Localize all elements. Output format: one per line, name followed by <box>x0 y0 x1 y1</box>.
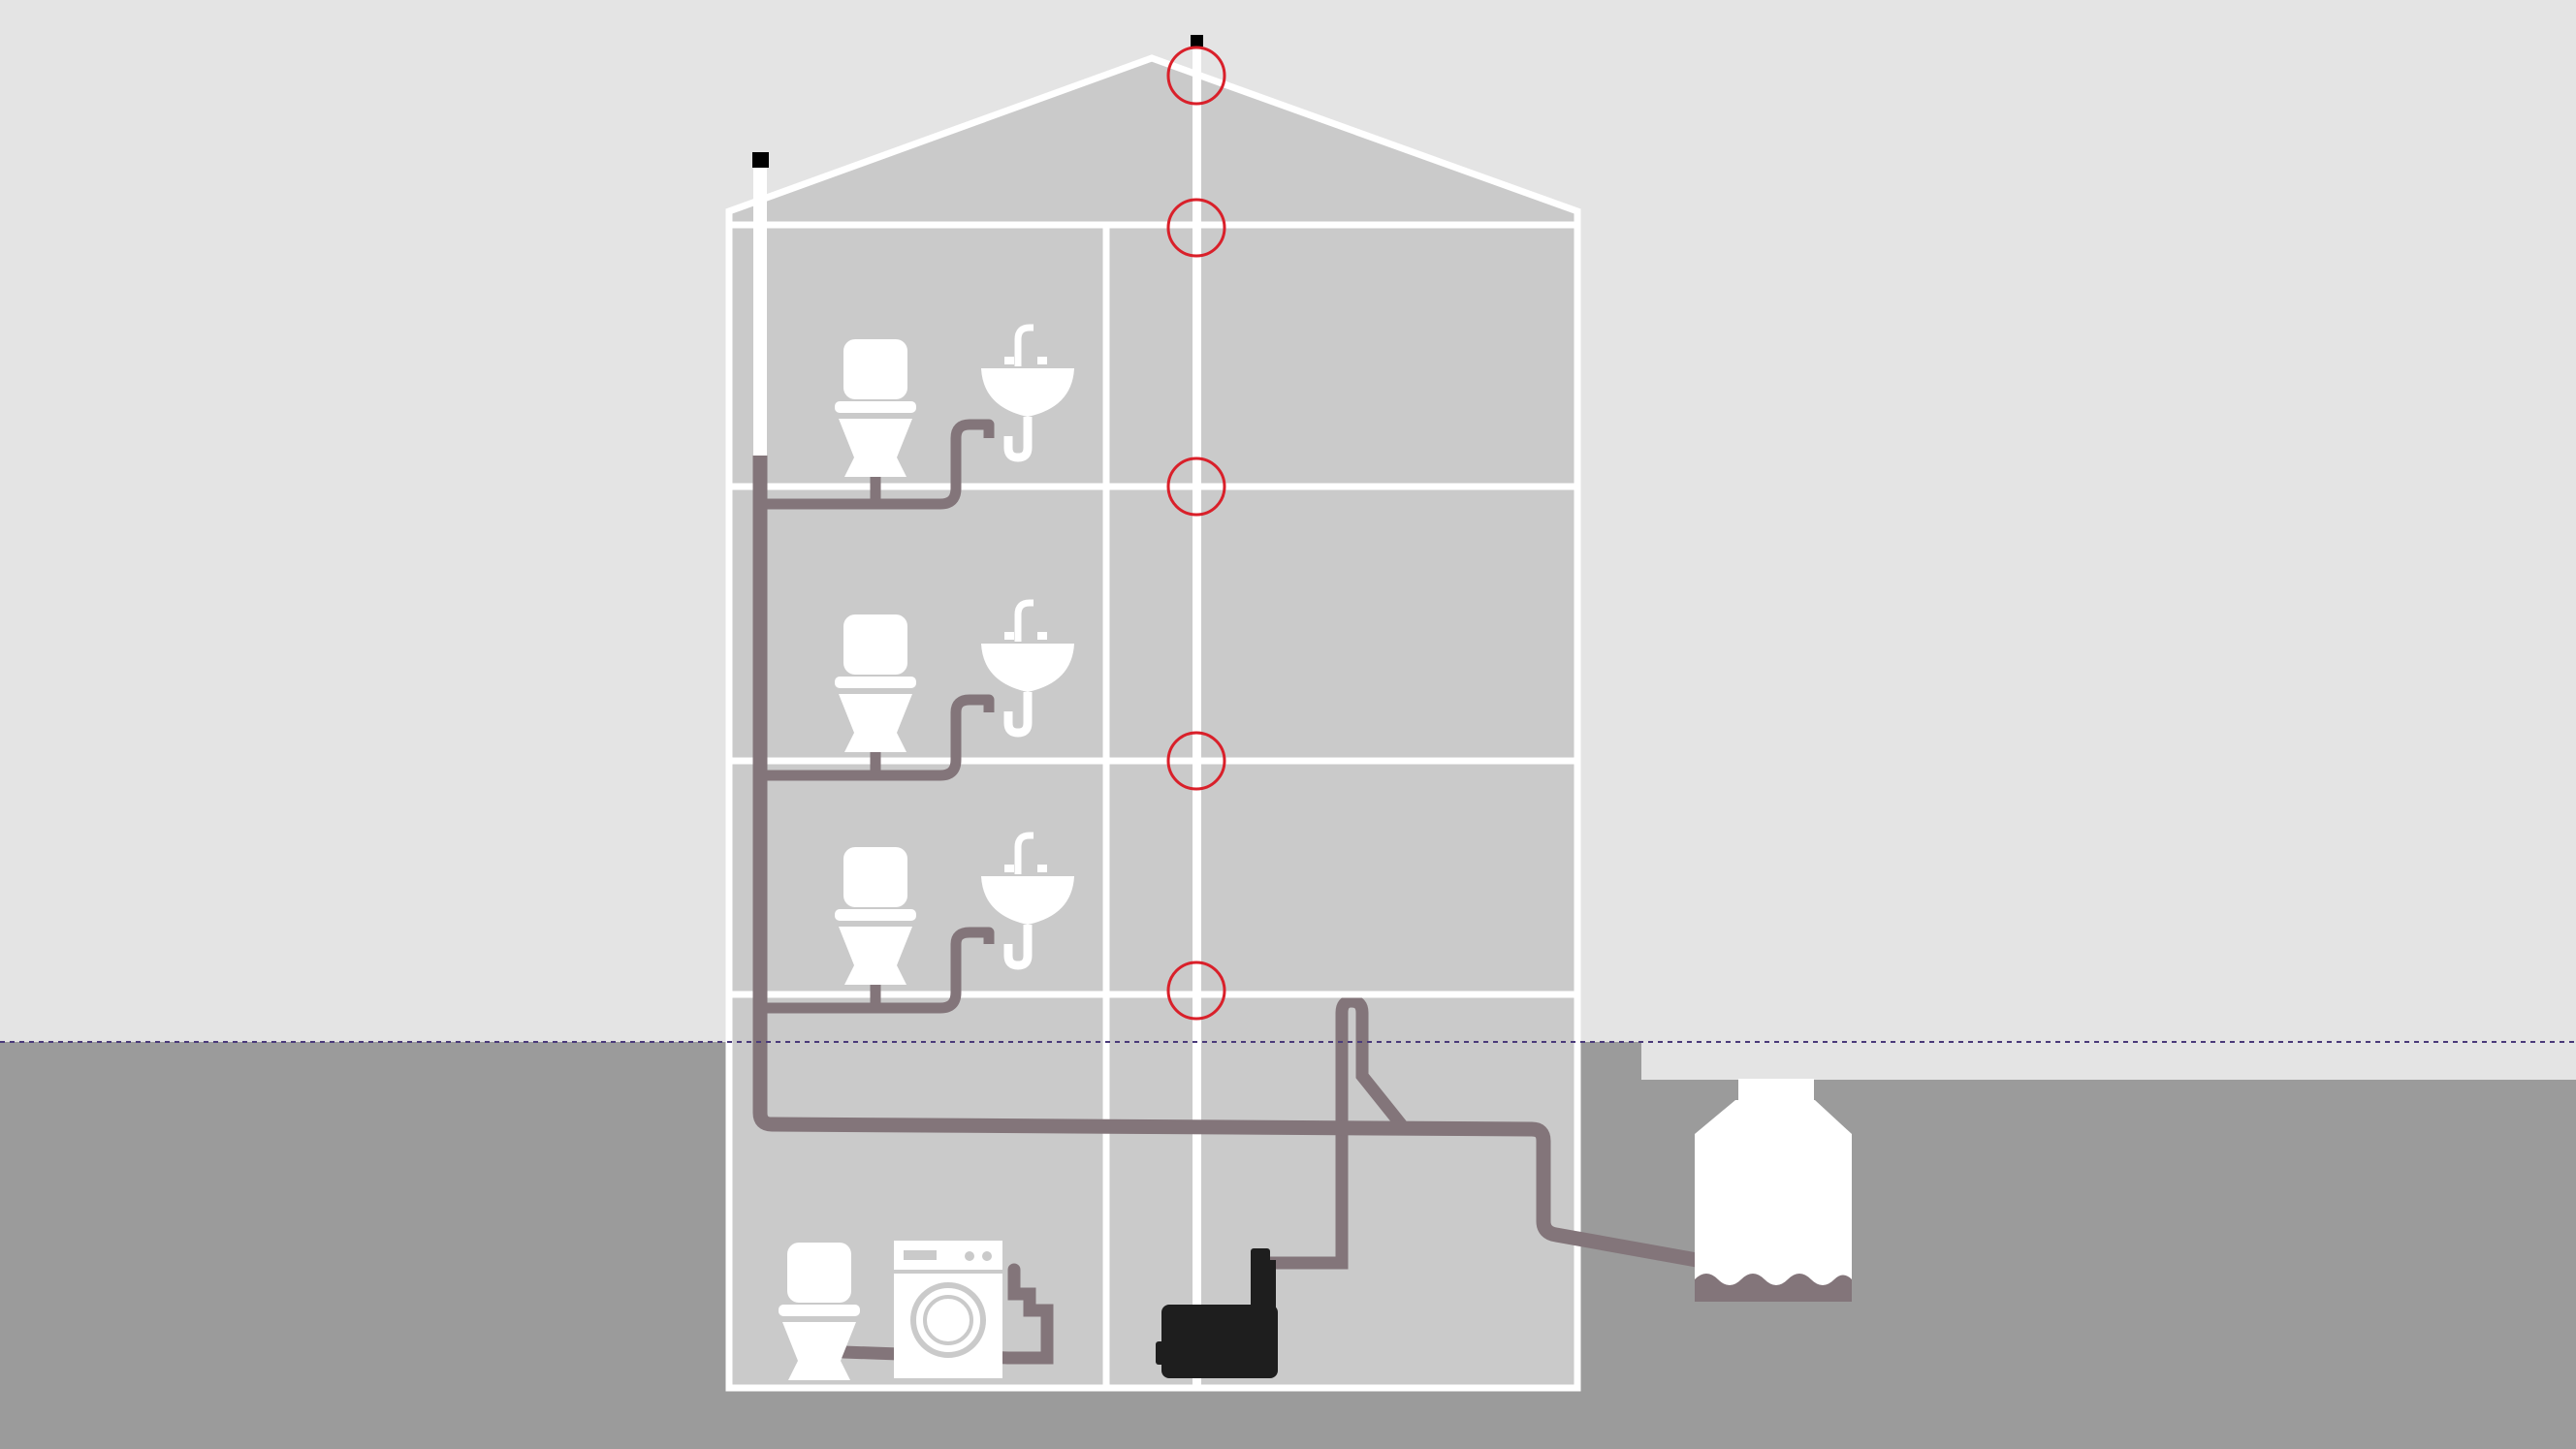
circle-marker-icon <box>1166 961 1226 1021</box>
street-level <box>1641 1042 2576 1080</box>
washing-machine-icon <box>894 1241 1002 1378</box>
circle-marker-icon <box>1166 457 1226 517</box>
pump-icon <box>1156 1248 1278 1378</box>
circle-marker-icon <box>1166 731 1226 791</box>
branch-drains <box>766 419 995 1014</box>
vent-cap-icon <box>1191 35 1203 47</box>
tank-icon <box>1695 1079 1852 1302</box>
circle-marker-icon <box>1166 46 1226 106</box>
circle-marker-icon <box>1166 198 1226 258</box>
vent-markers <box>1166 46 1226 1021</box>
vent-cap-icon <box>752 152 769 168</box>
secondary-vent-pipe <box>1193 47 1201 1386</box>
waste-stack <box>752 456 1699 1268</box>
main-vent-pipe <box>753 165 767 456</box>
